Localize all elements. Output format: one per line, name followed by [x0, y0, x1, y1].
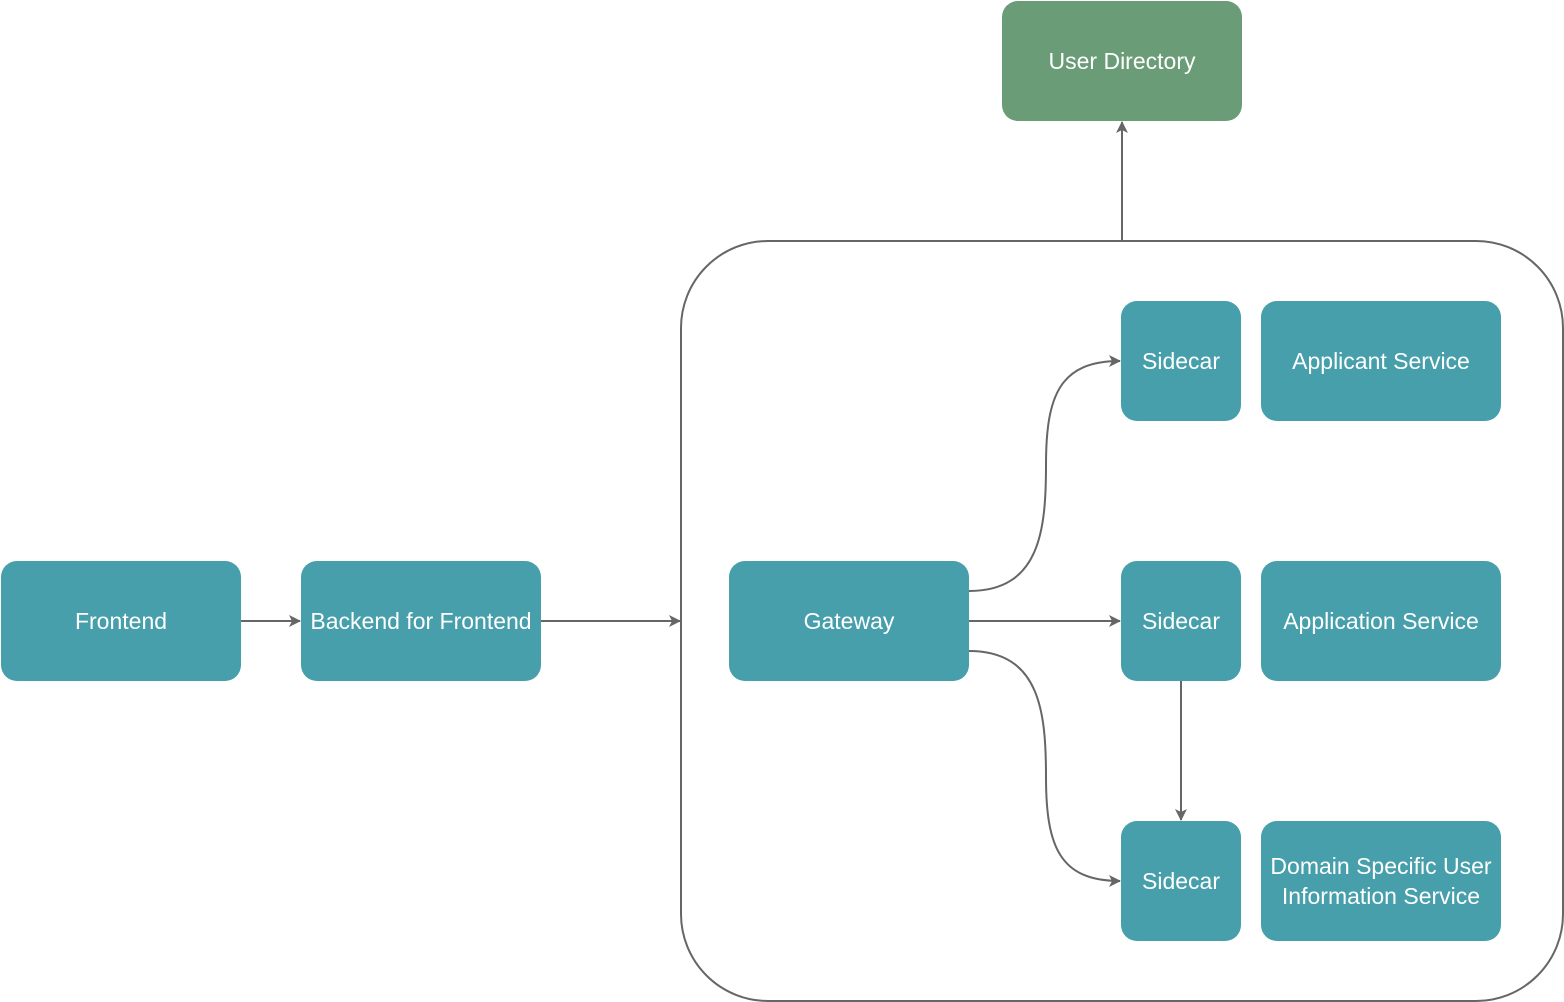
applicant-service-label: Applicant Service — [1292, 348, 1470, 374]
gateway-label: Gateway — [803, 608, 895, 634]
user-directory-label: User Directory — [1048, 48, 1196, 74]
frontend-label: Frontend — [74, 608, 168, 634]
backend-for-frontend-label: Backend for Frontend — [310, 608, 532, 634]
arrow-gateway-to-sidecar-bottom — [968, 650, 1121, 887]
sidecar-bottom-label: Sidecar — [1142, 868, 1220, 894]
domain-user-info-service-node[interactable]: Domain Specific User Information Service — [1261, 821, 1501, 941]
arrow-gateway-to-sidecar-top — [968, 355, 1121, 592]
application-service-label: Application Service — [1283, 608, 1479, 634]
gateway-node[interactable]: Gateway — [729, 561, 969, 681]
domain-user-info-service-label: Domain Specific User Information Service — [1270, 853, 1492, 909]
sidecar-top-node[interactable]: Sidecar — [1121, 301, 1241, 421]
application-service-node[interactable]: Application Service — [1261, 561, 1501, 681]
applicant-service-node[interactable]: Applicant Service — [1261, 301, 1501, 421]
sidecar-middle-node[interactable]: Sidecar — [1121, 561, 1241, 681]
backend-for-frontend-node[interactable]: Backend for Frontend — [301, 561, 541, 681]
service-mesh-container[interactable] — [680, 240, 1564, 1002]
frontend-node[interactable]: Frontend — [1, 561, 241, 681]
sidecar-top-label: Sidecar — [1142, 348, 1220, 374]
sidecar-middle-label: Sidecar — [1142, 608, 1220, 634]
sidecar-bottom-node[interactable]: Sidecar — [1121, 821, 1241, 941]
user-directory-node[interactable]: User Directory — [1002, 1, 1242, 121]
